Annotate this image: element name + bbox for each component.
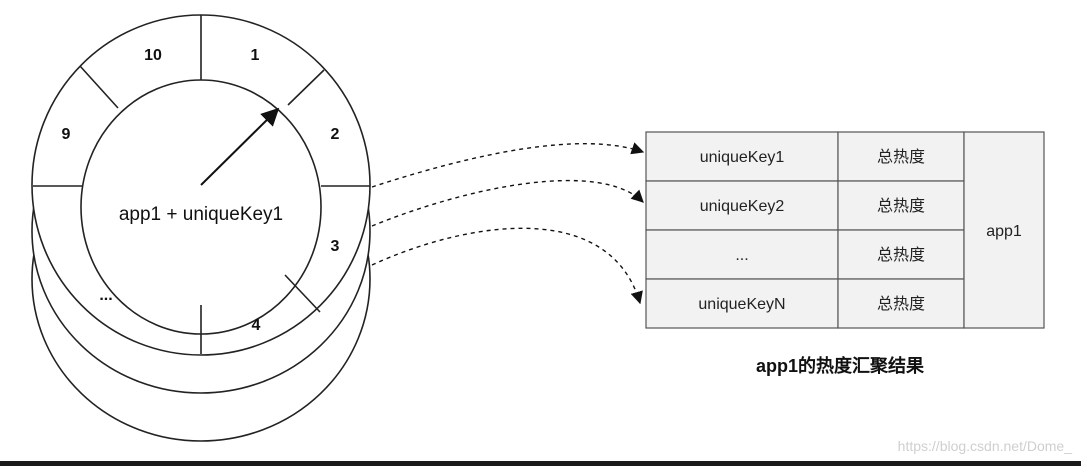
segment-label-ellipsis: ... [99, 287, 112, 304]
ring-divider [287, 69, 325, 106]
table-key-cell [645, 131, 839, 182]
ring-divider [79, 65, 119, 109]
segment-label-2: 2 [331, 126, 340, 143]
table-group-label: app1 [986, 223, 1022, 240]
ring-divider [284, 274, 321, 313]
segment-label-3: 3 [331, 238, 340, 255]
connector-row-n [371, 227, 643, 305]
bottom-border-bar [0, 461, 1081, 466]
table-value-cell [837, 278, 965, 329]
watermark-text: https://blog.csdn.net/Dome_ [898, 438, 1073, 454]
connector-row-1 [371, 142, 645, 188]
table-group-cell [963, 131, 1045, 329]
segment-label-9: 9 [62, 126, 71, 143]
result-table: uniqueKey1 总热度 uniqueKey2 总热度 ... 总热度 un… [645, 131, 1045, 329]
pointer-arrow [200, 107, 280, 186]
segment-label-10: 10 [144, 47, 162, 64]
ring-stack: 10 1 9 2 3 ... 4 app1 + uniqueKey1 [31, 14, 371, 442]
table-row-1-value: 总热度 [877, 148, 925, 166]
table-row-4-value: 总热度 [877, 295, 925, 313]
segment-label-1: 1 [251, 47, 260, 64]
table-key-cell [645, 180, 839, 231]
connector-row-2 [371, 179, 644, 227]
table-row-2-value: 总热度 [877, 197, 925, 215]
connector-group [371, 142, 645, 305]
table-row-2-key: uniqueKey2 [700, 198, 785, 215]
segment-label-4: 4 [252, 317, 261, 334]
table-row-4-key: uniqueKeyN [698, 296, 785, 313]
table-row-1-key: uniqueKey1 [700, 149, 785, 166]
table-caption: app1的热度汇聚结果 [756, 355, 925, 376]
table-row-3-value: 总热度 [877, 246, 925, 264]
table-row-3-key: ... [735, 247, 748, 264]
ring-center-label: app1 + uniqueKey1 [119, 204, 283, 225]
table-value-cell [837, 131, 965, 182]
